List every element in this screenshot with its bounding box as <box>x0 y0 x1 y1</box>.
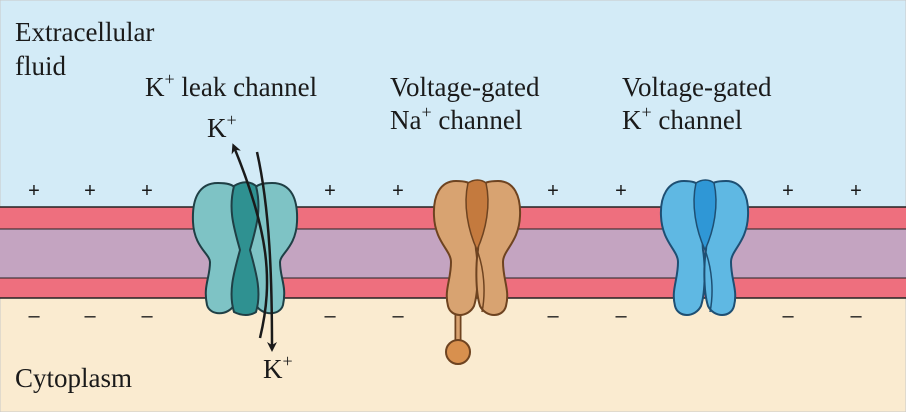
positive-charge: + <box>392 180 404 202</box>
positive-charge: + <box>782 180 794 202</box>
na-channel-label-line1: Voltage-gated <box>390 72 540 102</box>
extracellular-positive-charges: + + + + + + + + + <box>28 180 862 202</box>
k-ion-label-bottom: K+ <box>263 351 293 384</box>
negative-charge: – <box>782 305 794 327</box>
na-channel-label-line2: Na+ channel <box>390 102 522 135</box>
leak-channel-pore <box>230 181 260 316</box>
k-channel-label-line2: K+ channel <box>622 102 742 135</box>
inactivation-gate-ball <box>445 339 471 365</box>
positive-charge: + <box>28 180 40 202</box>
positive-charge: + <box>141 180 153 202</box>
cytoplasmic-negative-charges: – – – – – – – – – <box>28 305 862 327</box>
k-efflux-arrow <box>231 143 269 339</box>
negative-charge: – <box>547 305 559 327</box>
na-channel-center-subunit <box>465 179 489 252</box>
negative-charge: – <box>28 305 40 327</box>
positive-charge: + <box>324 180 336 202</box>
positive-charge: + <box>615 180 627 202</box>
cytoplasm-label: Cytoplasm <box>15 363 132 393</box>
positive-charge: + <box>84 180 96 202</box>
negative-charge: – <box>615 305 627 327</box>
negative-charge: – <box>84 305 96 327</box>
negative-charge: – <box>324 305 336 327</box>
positive-charge: + <box>547 180 559 202</box>
positive-charge: + <box>850 180 862 202</box>
k-leak-channel-label: K+ leak channel <box>145 69 317 102</box>
voltage-gated-na-channel <box>432 179 522 365</box>
voltage-gated-k-channel <box>659 179 750 316</box>
negative-charge: – <box>392 305 404 327</box>
k-leak-channel <box>191 181 299 316</box>
k-channel-center-subunit <box>693 179 717 252</box>
k-channel-label-line1: Voltage-gated <box>622 72 772 102</box>
extracellular-label-line1: Extracellular <box>15 17 154 47</box>
k-ion-label-top: K+ <box>207 110 237 143</box>
extracellular-region <box>0 0 906 212</box>
negative-charge: – <box>850 305 862 327</box>
k-influx-arrow <box>255 151 277 352</box>
negative-charge: – <box>141 305 153 327</box>
extracellular-label-line2: fluid <box>15 51 66 81</box>
